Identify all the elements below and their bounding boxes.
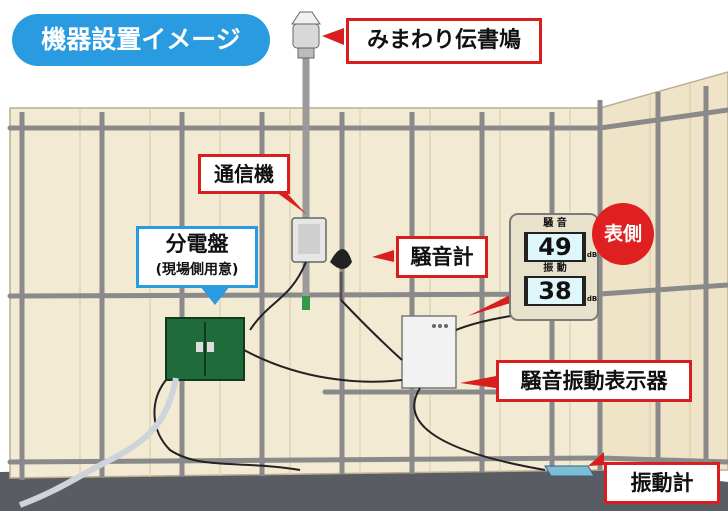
display-noise-value: 49 [538, 233, 572, 261]
distribution-board-callout: 分電盤 (現場側用意) [136, 226, 258, 288]
communicator-callout: 通信機 [198, 154, 290, 194]
display-noise-label: 騒 音 [543, 218, 567, 229]
display-unit-label: 騒音振動表示器 [520, 369, 668, 393]
display-unit-device [401, 315, 457, 389]
distribution-board-device [165, 317, 245, 381]
sheet-seams [79, 84, 691, 478]
communicator-device [291, 217, 327, 310]
scaffold-vertical-pipes [19, 86, 709, 480]
display-vibration-unit: dB [586, 295, 598, 303]
communicator-label: 通信機 [214, 162, 274, 186]
blue-pointer [200, 286, 230, 305]
vibration-meter-callout: 振動計 [604, 462, 720, 504]
callout-pointers [276, 28, 604, 466]
sheet-wall-side [599, 71, 728, 471]
distribution-board-note: (現場側用意) [155, 262, 239, 278]
power-cord [18, 377, 179, 508]
page-title: 機器設置イメージ [12, 14, 270, 66]
display-unit-callout: 騒音振動表示器 [496, 360, 692, 402]
display-vibration-value: 38 [538, 277, 572, 305]
pigeon-device [291, 11, 321, 59]
pigeon-label: みまわり伝書鳩 [366, 28, 521, 53]
noise-meter-label: 騒音計 [410, 245, 474, 269]
display-noise-unit: dB [586, 251, 598, 259]
display-panel-enlarged [509, 213, 599, 321]
vibration-meter-device [544, 465, 595, 477]
scaffold-horizontal-pipes [7, 107, 728, 465]
distribution-board-label: 分電盤 [165, 232, 229, 256]
vibration-meter-label: 振動計 [630, 471, 694, 495]
display-vibration-label: 振 動 [543, 263, 567, 274]
front-side-badge: 表側 [592, 203, 654, 265]
noise-meter-device [330, 249, 352, 300]
noise-meter-callout: 騒音計 [396, 236, 488, 278]
pigeon-callout: みまわり伝書鳩 [346, 18, 542, 64]
